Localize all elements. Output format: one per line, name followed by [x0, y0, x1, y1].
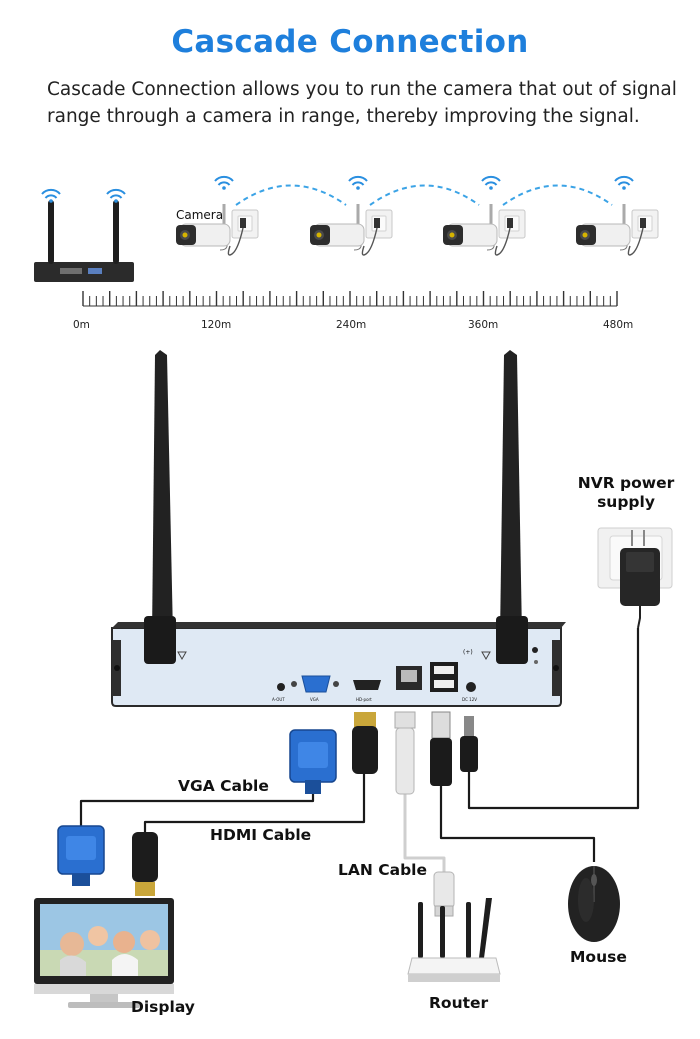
display-label: Display: [131, 998, 195, 1016]
mouse-cable: [439, 786, 596, 862]
distance-label-2: 240m: [336, 319, 367, 331]
display-vga-plug: [57, 825, 105, 886]
wifi-icon: [481, 175, 501, 191]
hdmi-plug: [352, 712, 378, 774]
distance-ruler: [82, 291, 618, 307]
distance-label-1: 120m: [201, 319, 232, 331]
router-label: Router: [429, 994, 489, 1012]
wifi-icon: [106, 188, 126, 204]
distance-label-4: 480m: [603, 319, 634, 331]
port-label-vga: VGA: [310, 697, 319, 702]
dc-plug: [460, 716, 478, 772]
description-line-1: Cascade Connection allows you to run the…: [47, 79, 677, 100]
dc-port: [466, 682, 476, 692]
distance-label-3: 360m: [468, 319, 499, 331]
camera-icon: [441, 202, 527, 257]
port-label-dc: DC 12V: [462, 697, 477, 702]
wifi-icon: [41, 188, 61, 204]
wifi-icon: [214, 175, 234, 191]
mini-nvr: [34, 200, 134, 282]
nvr-power-supply: [597, 527, 673, 629]
svg-text:(+): (+): [463, 649, 473, 656]
hdmi-cable-label: HDMI Cable: [210, 826, 312, 844]
lan-cable-line: [403, 794, 446, 872]
camera-icon: [308, 202, 394, 257]
display-monitor: [34, 898, 174, 1008]
power-supply-label-line-1: NVR power: [577, 474, 675, 492]
vga-port: [291, 681, 297, 687]
wifi-icon: [348, 175, 368, 191]
camera-label: Camera: [176, 208, 224, 222]
page-title: Cascade Connection: [171, 24, 529, 60]
nvr-recorder: (+): [111, 350, 566, 707]
description-line-2: range through a camera in range, thereby…: [47, 106, 640, 127]
vga-cable-label: VGA Cable: [178, 777, 269, 795]
hdmi-cable-line: [143, 774, 366, 832]
power-supply-label: NVR power supply: [566, 474, 686, 512]
port-label-aout: A-OUT: [272, 697, 285, 702]
vga-cable-line: [79, 792, 315, 826]
mouse-label: Mouse: [570, 948, 627, 966]
camera-icon: [574, 202, 660, 257]
power-cable: [467, 628, 640, 810]
lan-cable-label: LAN Cable: [338, 861, 427, 879]
lan-plug: [394, 711, 416, 795]
power-supply-label-line-2: supply: [597, 493, 655, 511]
display-hdmi-plug: [132, 832, 158, 896]
wifi-icon: [614, 175, 634, 191]
distance-label-0: 0m: [73, 319, 90, 331]
mouse: [568, 866, 620, 942]
router: [407, 898, 501, 982]
description: Cascade Connection allows you to run the…: [47, 76, 677, 130]
cascade-links: [235, 184, 613, 206]
usb-plug: [430, 711, 452, 786]
vga-plug: [289, 729, 337, 794]
hdmi-port: [353, 680, 381, 690]
port-label-hdmi: HD-port: [356, 697, 372, 702]
